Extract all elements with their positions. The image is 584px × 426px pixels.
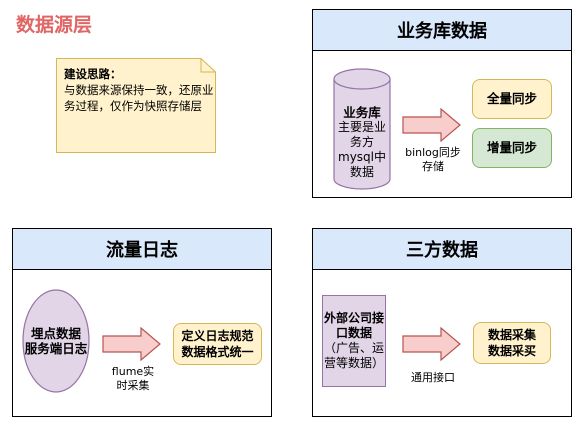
api-arrow-icon [402, 327, 461, 361]
incremental-sync-box: 增量同步 [472, 128, 552, 168]
note-body: 与数据来源保持一致，还原业务过程，仅作为快照存储层 [64, 83, 214, 113]
business-db-panel: 业务库数据 业务库 主要是业务方mysql中数据 binlog同步 存储 全量同… [312, 9, 572, 198]
flume-arrow-icon [102, 327, 161, 361]
database-title: 业务库 [343, 105, 381, 120]
tracking-data-ellipse [22, 289, 90, 393]
external-data-label: 外部公司接 口数据 （广告、运 营等数据） [322, 295, 386, 387]
binlog-label: binlog同步 存储 [397, 146, 469, 174]
external-data-line3: （广告、运 [323, 341, 384, 355]
data-acquisition-line1: 数据采集 [487, 328, 536, 342]
external-data-line1: 外部公司接 [323, 311, 384, 325]
external-data-box [322, 295, 386, 387]
business-db-title: 业务库数据 [313, 10, 571, 51]
page-title: 数据源层 [16, 14, 93, 36]
external-data-line4: 营等数据） [323, 356, 384, 370]
flume-label-line1: flume实 [111, 365, 155, 378]
note-shape [56, 58, 216, 153]
database-label: 业务库 主要是业务方mysql中数据 [333, 105, 391, 180]
log-spec-line1: 定义日志规范 [181, 329, 254, 343]
design-note: 建设思路： 与数据来源保持一致，还原业务过程，仅作为快照存储层 [56, 58, 216, 153]
tracking-data-label: 埋点数据 服务端日志 [22, 289, 90, 393]
sync-arrow-icon [402, 108, 461, 142]
external-data-line2: 口数据 [335, 326, 372, 340]
note-heading: 建设思路： [64, 67, 122, 81]
data-acquisition-box: 数据采集 数据采买 [473, 322, 551, 364]
full-sync-box: 全量同步 [472, 79, 552, 119]
database-cylinder-icon [333, 68, 391, 190]
binlog-label-line1: binlog同步 [405, 146, 461, 159]
traffic-log-title: 流量日志 [13, 229, 271, 270]
third-party-panel: 三方数据 外部公司接 口数据 （广告、运 营等数据） 通用接口 数据采集 数据采… [312, 228, 572, 417]
binlog-label-line2: 存储 [422, 160, 444, 173]
third-party-title: 三方数据 [313, 229, 571, 270]
log-spec-box: 定义日志规范 数据格式统一 [173, 323, 262, 365]
data-acquisition-line2: 数据采买 [487, 344, 536, 358]
tracking-data-line1: 埋点数据 [30, 326, 81, 341]
flume-label-line2: 时采集 [116, 379, 150, 392]
flume-label: flume实 时采集 [97, 365, 169, 393]
log-spec-line2: 数据格式统一 [181, 345, 254, 359]
note-text: 建设思路： 与数据来源保持一致，还原业务过程，仅作为快照存储层 [64, 66, 214, 114]
traffic-log-panel: 流量日志 埋点数据 服务端日志 flume实 时采集 定义日志规范 数据格式统一 [12, 228, 272, 417]
tracking-data-line2: 服务端日志 [24, 341, 88, 356]
api-label: 通用接口 [411, 371, 455, 384]
database-description: 主要是业务方mysql中数据 [337, 120, 386, 179]
